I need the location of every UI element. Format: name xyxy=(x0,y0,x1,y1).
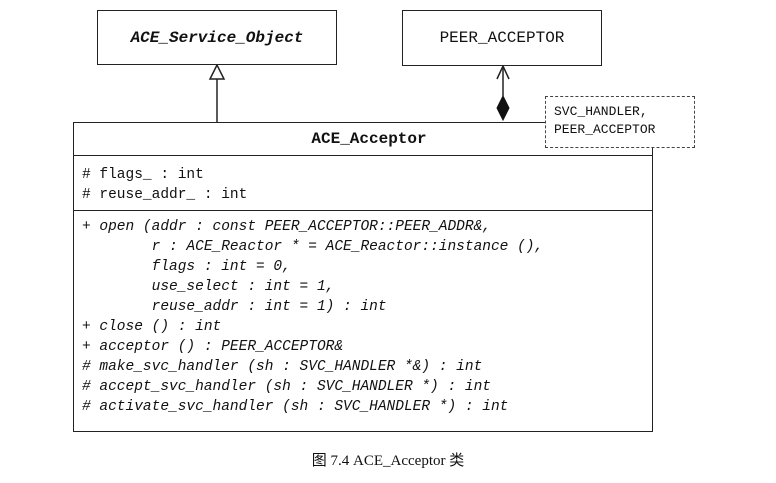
inheritance-arrowhead xyxy=(208,63,226,80)
service-object-label: ACE_Service_Object xyxy=(130,28,304,47)
service-object-class: ACE_Service_Object xyxy=(97,10,337,65)
attribute-row: # reuse_addr_ : int xyxy=(82,187,248,203)
template-param: PEER_ACCEPTOR xyxy=(554,122,656,137)
composition-diamond xyxy=(496,94,510,122)
acceptor-operations: + open (addr : const PEER_ACCEPTOR::PEER… xyxy=(74,211,652,422)
operation-row: + open (addr : const PEER_ACCEPTOR::PEER… xyxy=(82,219,491,235)
operation-row: flags : int = 0, xyxy=(82,259,291,275)
operation-row: # make_svc_handler (sh : SVC_HANDLER *&)… xyxy=(82,359,483,375)
operation-row: # activate_svc_handler (sh : SVC_HANDLER… xyxy=(82,399,509,415)
template-param: SVC_HANDLER, xyxy=(554,104,648,119)
operation-row: + close () : int xyxy=(82,319,222,335)
operation-row: reuse_addr : int = 1) : int xyxy=(82,299,387,315)
operation-row: + acceptor () : PEER_ACCEPTOR& xyxy=(82,339,344,355)
operation-row: use_select : int = 1, xyxy=(82,279,335,295)
attribute-row: # flags_ : int xyxy=(82,167,204,183)
operation-row: r : ACE_Reactor * = ACE_Reactor::instanc… xyxy=(82,239,544,255)
peer-acceptor-label: PEER_ACCEPTOR xyxy=(439,29,565,47)
acceptor-class-name: ACE_Acceptor xyxy=(74,123,652,156)
figure-caption: 图 7.4 ACE_Acceptor 类 xyxy=(311,453,465,469)
acceptor-class: ACE_Acceptor # flags_ : int # reuse_addr… xyxy=(73,122,653,432)
template-parameters: SVC_HANDLER, PEER_ACCEPTOR xyxy=(545,96,695,148)
navigation-arrowhead xyxy=(496,64,510,80)
operation-row: # accept_svc_handler (sh : SVC_HANDLER *… xyxy=(82,379,491,395)
acceptor-attributes: # flags_ : int # reuse_addr_ : int xyxy=(74,156,652,211)
peer-acceptor-class: PEER_ACCEPTOR xyxy=(402,10,602,66)
